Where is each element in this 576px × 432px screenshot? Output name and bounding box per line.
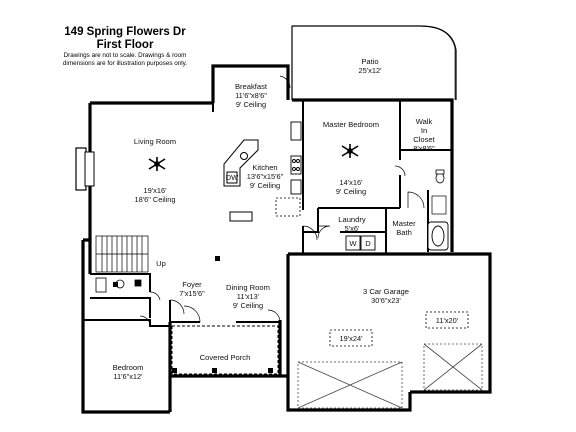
laundry-name: Laundry [338,215,366,224]
laundry-dims: 5'x6' [345,224,360,233]
kitchen-ceiling: 9' Ceiling [250,181,280,190]
toilet-icon [435,169,445,184]
foyer-name: Foyer [182,280,202,289]
covered-porch-name: Covered Porch [200,353,251,362]
breakfast-ceiling: 9' Ceiling [236,100,266,109]
foyer-dims: 7'x15'6" [179,289,205,298]
dining-room-ceiling: 9' Ceiling [233,301,263,310]
dishwasher-label: DW [226,173,239,182]
closet-name-1: Walk [416,117,433,126]
living-room-name: Living Room [134,137,176,146]
living-room-ceiling: 18'6" Ceiling [134,195,175,204]
garage-dims: 30'6"x23' [371,296,401,305]
fireplace-icon [75,147,95,191]
kitchen-island-icon [223,139,259,187]
patio-dims: 25'x12' [359,66,383,75]
breakfast-dims: 11'6"x8'6" [235,91,267,100]
kitchen-dims: 13'6"x15'6" [247,172,284,181]
garage-bay-b-outline [425,311,469,329]
closet-name-2: In [421,126,427,135]
kitchen-name: Kitchen [252,163,277,172]
exterior-walls [81,64,492,414]
closet-name-3: Closet [413,135,435,144]
address-title: 149 Spring Flowers Dr [64,26,186,38]
disclaimer-line-2: dimensions are for illustration purposes… [62,60,188,67]
bathtub-icon [427,221,449,251]
master-bath-name-1: Master [392,219,416,228]
bedroom-name: Bedroom [113,363,144,372]
master-bath-name-2: Bath [396,228,412,237]
master-bedroom-name: Master Bedroom [323,120,379,129]
closet-dims: 8'x8'6" [413,144,435,153]
interior-walls [83,100,452,327]
dryer-label: D [365,239,371,248]
dining-room-name: Dining Room [226,283,270,292]
kitchen-appliances-icon [290,121,302,195]
kitchen-counter-icon [229,211,253,222]
covered-porch-outline [171,325,279,375]
garage-bay-b-dims: 11'x20' [436,316,459,325]
floor-title: First Floor [96,39,154,51]
master-bedroom-ceiling: 9' Ceiling [336,187,366,196]
plan-header: 149 Spring Flowers Dr First Floor [40,26,210,52]
staircase-icon [95,235,149,273]
garage-bay-a-dims: 19'x24' [340,334,364,343]
porch-columns [113,256,273,373]
ceiling-fan-icon [341,144,359,158]
room-labels: Patio 25'x12' Breakfast 11'6"x8'6" 9' Ce… [113,57,459,381]
ceiling-fan-icon [148,157,166,171]
garage-door-left [297,361,403,409]
door-swing-icon [407,191,425,209]
garage-bay-a-outline [329,329,373,347]
shower-icon [431,195,447,215]
washer-label: W [349,239,357,248]
patio [291,25,457,100]
living-room-dims: 19'x16' [144,186,168,195]
bedroom-dims: 11'6"x12' [113,372,143,381]
stairs-up-label: Up [156,259,166,268]
garage-door-right [423,343,483,391]
pantry-outline [275,197,301,217]
dining-room-dims: 11'x13' [237,292,260,301]
door-swings [139,75,406,327]
washer-dryer-icon [345,235,376,251]
breakfast-name: Breakfast [235,82,268,91]
garage-name: 3 Car Garage [363,287,409,296]
disclaimer-line-1: Drawings are not to scale. Drawings & ro… [63,52,187,59]
toilet-icon [95,277,142,293]
patio-name: Patio [361,57,378,66]
master-bedroom-dims: 14'x16' [340,178,364,187]
disclaimer: Drawings are not to scale. Drawings & ro… [44,52,206,68]
